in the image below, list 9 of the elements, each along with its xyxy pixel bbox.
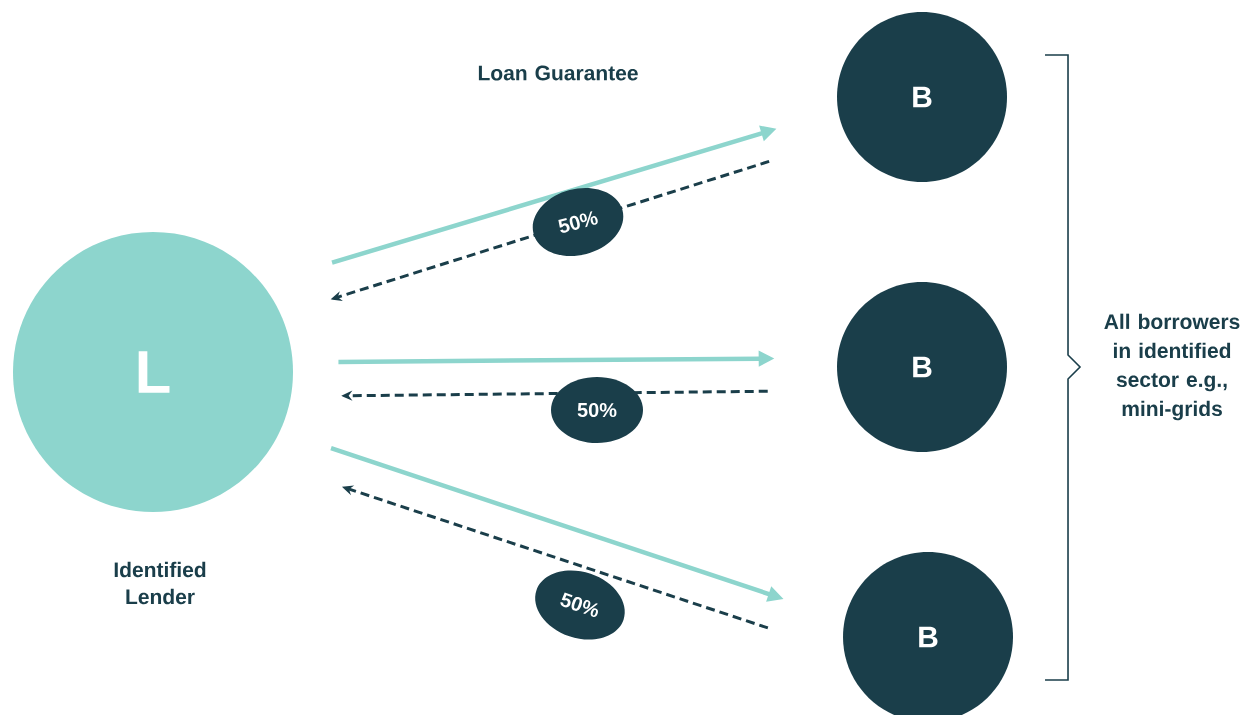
edge-label: 50% bbox=[535, 570, 625, 640]
note-text: All borrowers in identified sector e.g., mini-grids bbox=[1104, 313, 1240, 421]
circle-node: B bbox=[837, 12, 1007, 182]
edge-label: 50% bbox=[532, 188, 624, 256]
note-text: Loan Guarantee bbox=[478, 65, 638, 81]
circle-node: B bbox=[837, 282, 1007, 452]
circle-node: L bbox=[13, 232, 293, 512]
node-caption: Identified Lender bbox=[114, 561, 206, 605]
edge-label: 50% bbox=[551, 377, 643, 443]
